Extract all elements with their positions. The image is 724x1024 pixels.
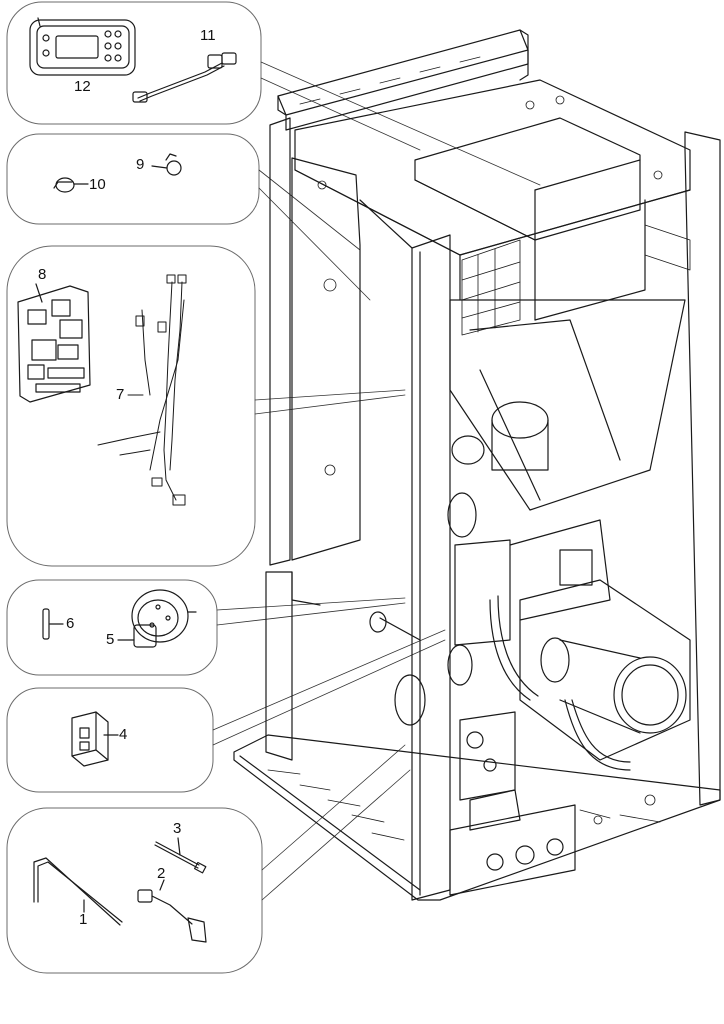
part-11-display-cable — [132, 52, 237, 103]
panel-sensors — [6, 133, 260, 225]
controller-box — [414, 117, 641, 241]
part-12-display-panel — [29, 17, 136, 76]
part-7-wiring-harness — [97, 274, 187, 506]
callout-12: 12 — [74, 78, 91, 95]
part-4-mains-switch — [71, 711, 119, 767]
fan-cylinder — [540, 637, 687, 734]
part-2-flue-sensor — [137, 879, 207, 943]
callout-5: 5 — [106, 631, 115, 648]
part-1-rod — [33, 857, 123, 926]
panel-pcb — [6, 245, 256, 567]
callout-11: 11 — [200, 27, 216, 44]
valve-block — [459, 711, 521, 831]
panel-switch — [6, 687, 214, 793]
callout-9: 9 — [136, 156, 145, 173]
left-frame — [265, 571, 293, 761]
part-8-control-board — [17, 283, 91, 403]
burner-assembly — [447, 492, 691, 761]
part-9-sensor — [151, 153, 182, 176]
callout-1: 1 — [79, 911, 88, 928]
callout-10: 10 — [89, 176, 106, 193]
panel-probes — [6, 807, 263, 974]
part-3-probe — [154, 837, 207, 874]
base-plate — [233, 734, 721, 901]
callout-8: 8 — [38, 266, 47, 283]
panel-display — [6, 1, 262, 125]
callout-2: 2 — [157, 865, 166, 882]
callout-3: 3 — [173, 820, 182, 837]
callout-7: 7 — [116, 386, 125, 403]
part-6-pin — [42, 608, 64, 640]
boiler-assembly — [233, 29, 721, 901]
callout-6: 6 — [66, 615, 75, 632]
panel-pressure — [6, 579, 218, 676]
part-10-thermostat — [53, 177, 89, 193]
leader-lines — [212, 61, 541, 901]
front-post — [411, 234, 451, 901]
auger-motor — [451, 401, 549, 471]
hopper-chute — [449, 299, 686, 511]
callout-4: 4 — [119, 726, 128, 743]
bottom-panel — [449, 804, 576, 896]
wire-grid — [461, 224, 691, 336]
hopper-top — [294, 79, 691, 256]
panel-outlines — [6, 1, 263, 974]
part-5-pressure-switch — [117, 589, 197, 648]
